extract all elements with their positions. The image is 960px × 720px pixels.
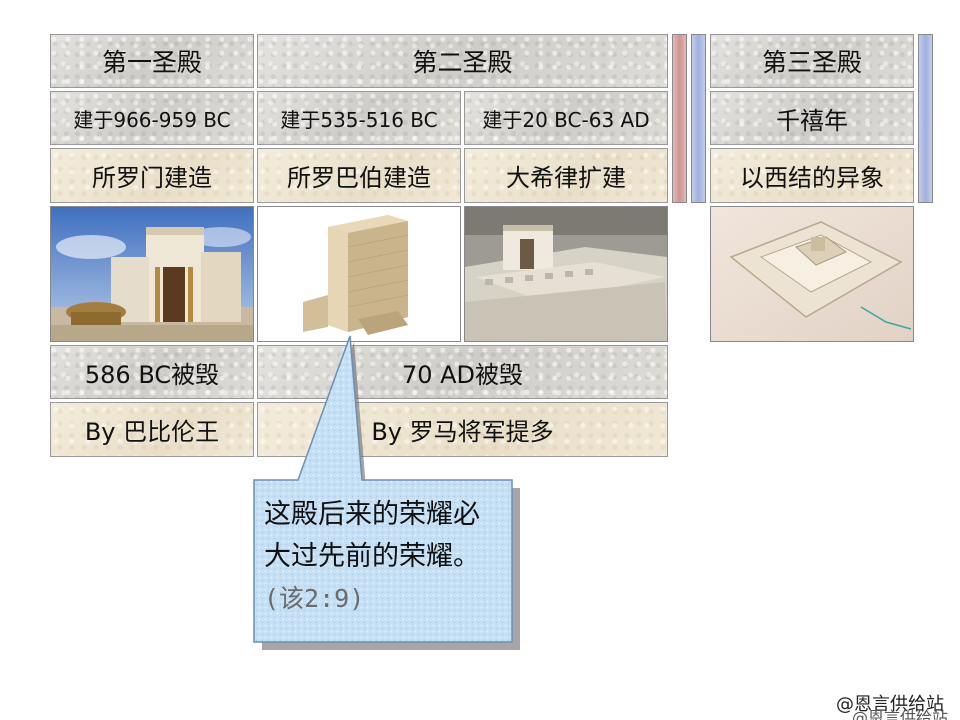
third-temple-builder: 以西结的异象: [710, 148, 914, 203]
zerubbabel-temple-image: [257, 206, 461, 342]
first-temple-destroyed-by: By 巴比伦王: [50, 402, 254, 457]
divider-bar-pink: [672, 34, 687, 203]
divider-bar-blue-right: [918, 34, 933, 203]
callout-text: 这殿后来的荣耀必大过先前的荣耀。 (该2:9): [264, 494, 504, 620]
second-temple-title: 第二圣殿: [257, 34, 668, 88]
herod-temple-built: 建于20 BC-63 AD: [464, 91, 668, 145]
ezekiel-temple-image: [710, 206, 914, 342]
first-temple-destroyed: 586 BC被毁: [50, 345, 254, 399]
second-temple-destroyed: 70 AD被毁: [257, 345, 668, 399]
third-temple-built: 千禧年: [710, 91, 914, 145]
herod-temple-builder: 大希律扩建: [464, 148, 668, 203]
herod-temple-image: [464, 206, 668, 342]
first-temple-built: 建于966-959 BC: [50, 91, 254, 145]
third-temple-title: 第三圣殿: [710, 34, 914, 88]
callout-reference: (该2:9): [264, 584, 365, 613]
zerubbabel-temple-builder: 所罗巴伯建造: [257, 148, 461, 203]
first-temple-title: 第一圣殿: [50, 34, 254, 88]
first-temple-builder: 所罗门建造: [50, 148, 254, 203]
zerubbabel-temple-built: 建于535-516 BC: [257, 91, 461, 145]
watermark-shadow: @恩言供给站: [852, 708, 949, 720]
watermark: @恩言供给站: [836, 694, 944, 715]
callout-quote: 这殿后来的荣耀必大过先前的荣耀。: [264, 499, 480, 572]
solomon-temple-image: [50, 206, 254, 342]
divider-bar-blue: [691, 34, 706, 203]
